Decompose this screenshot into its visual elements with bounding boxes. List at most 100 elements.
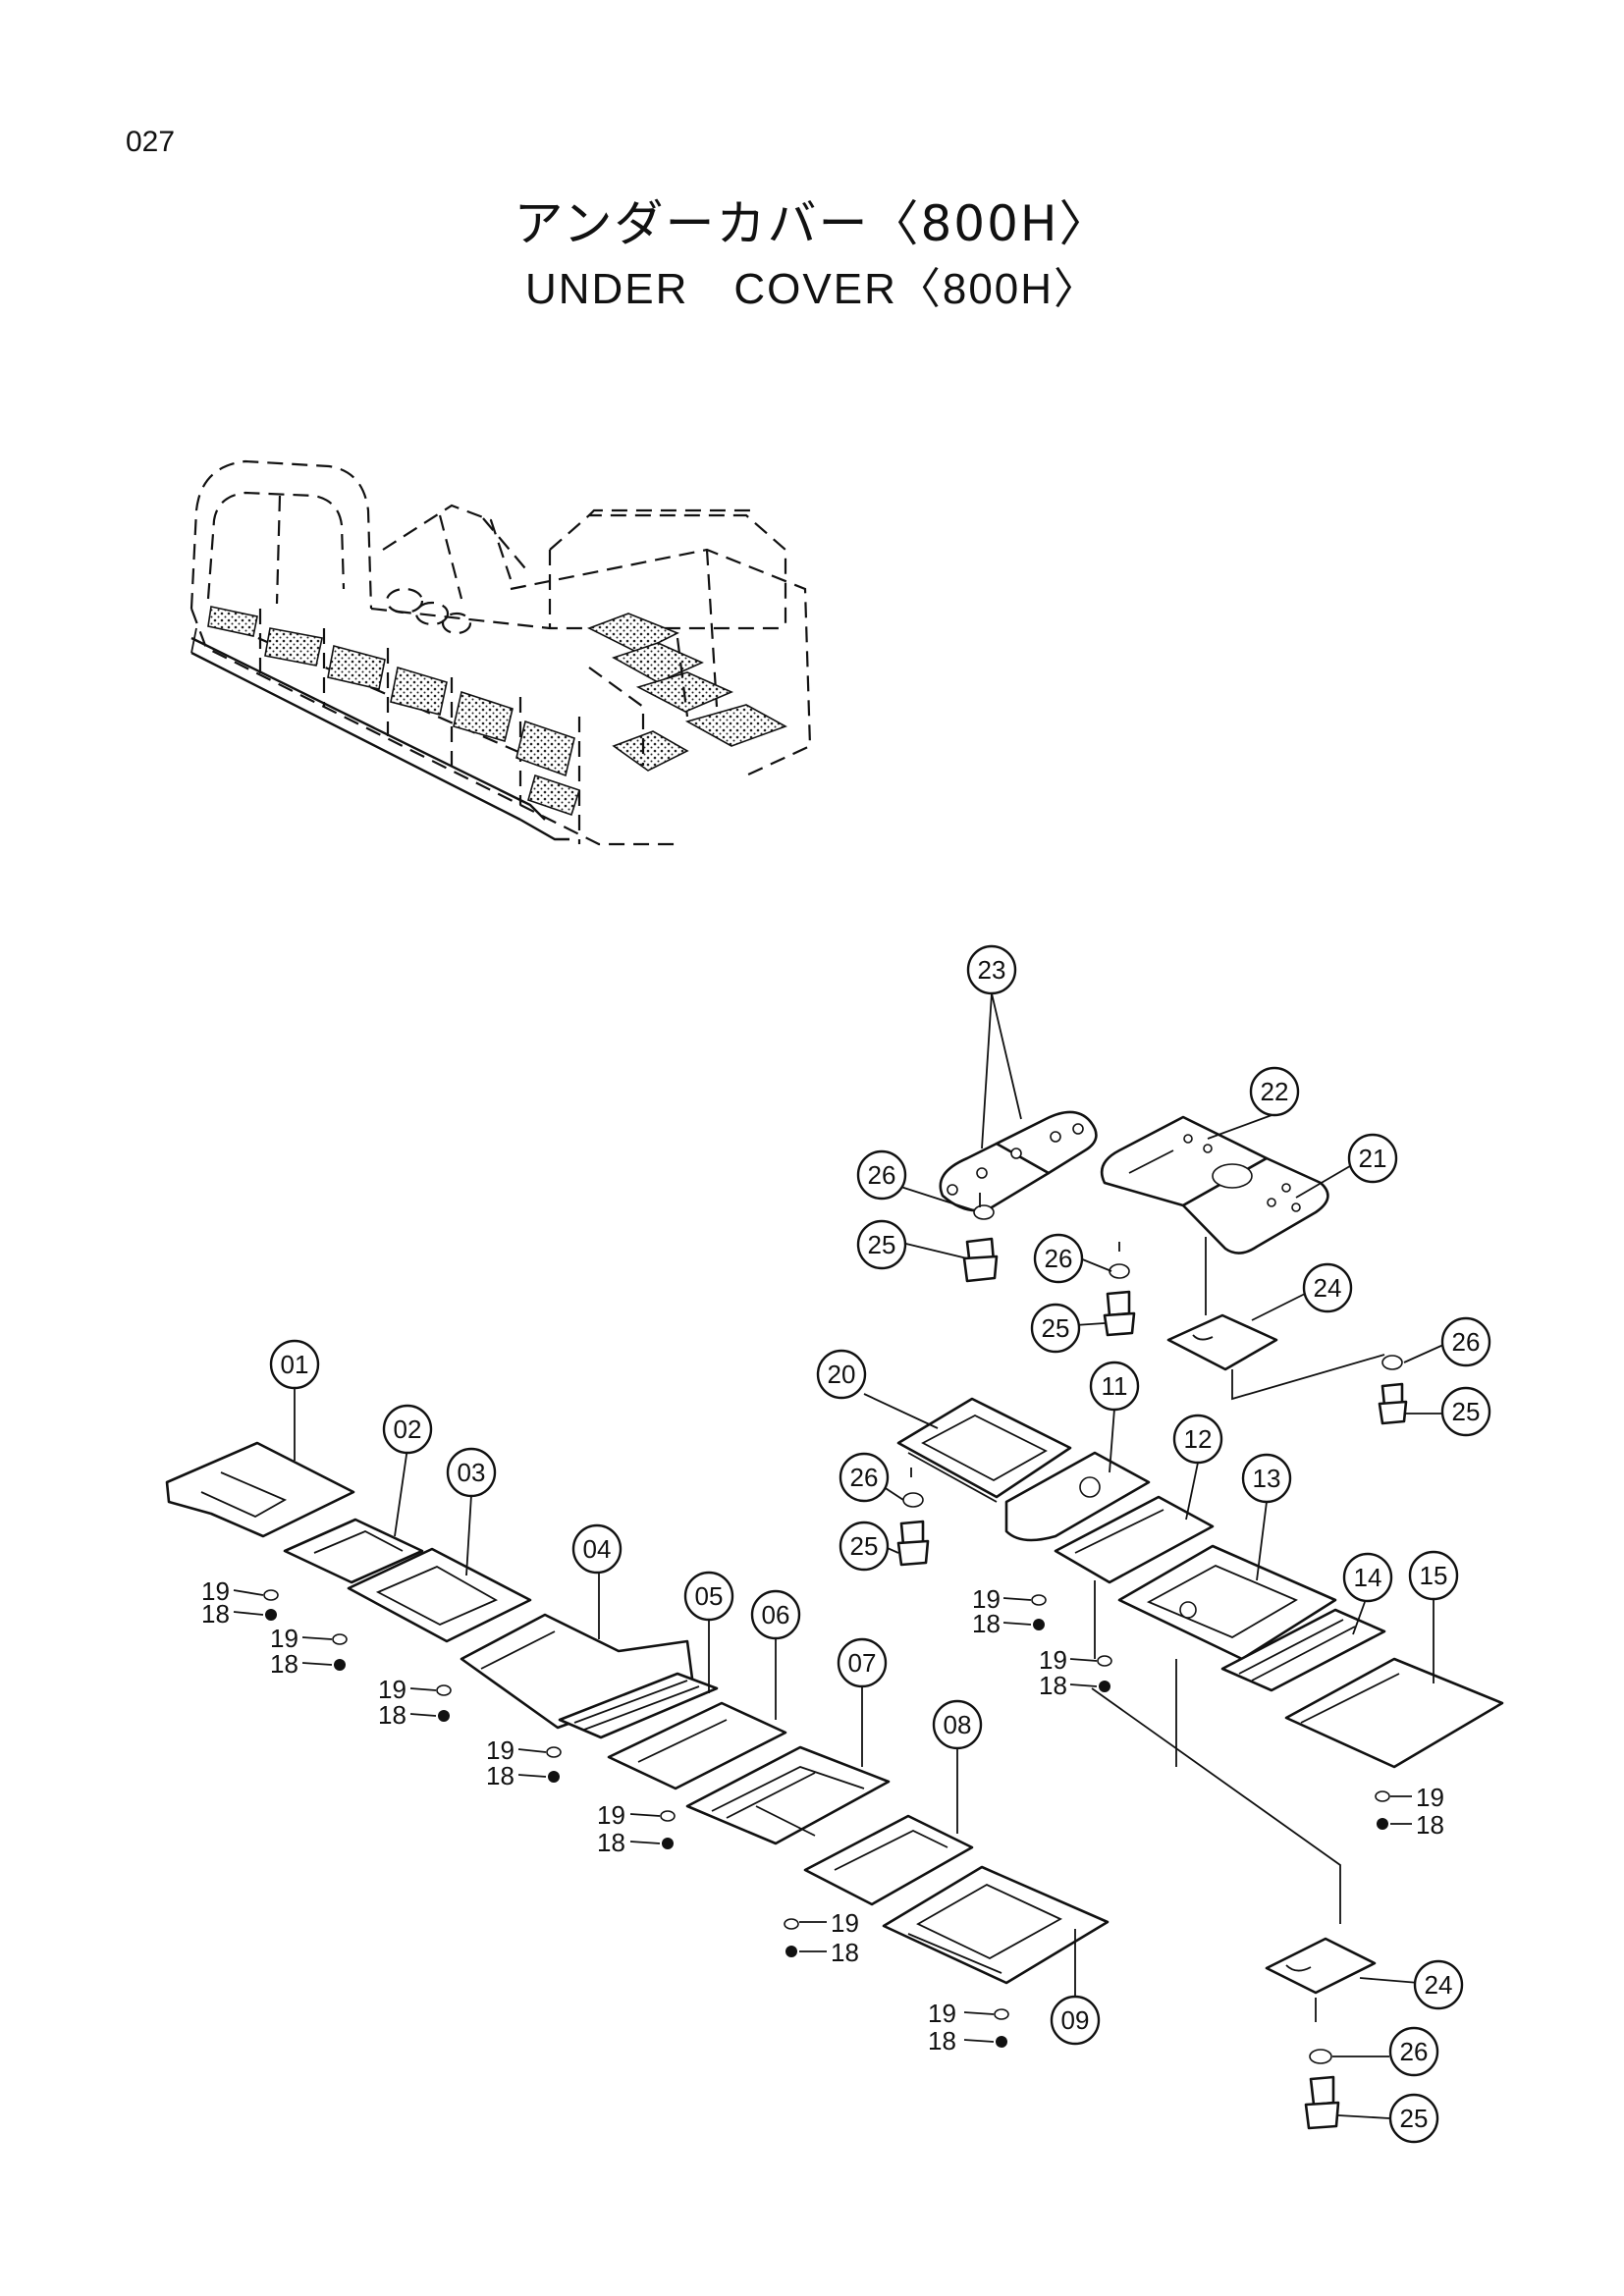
plate-15 <box>1284 1657 1504 1769</box>
label-18-i: 18 <box>1039 1671 1067 1700</box>
callout-08-label: 08 <box>944 1710 972 1739</box>
callout-14: 14 <box>1342 1552 1393 1603</box>
label-19-h: 19 <box>972 1584 1001 1614</box>
callout-25-d-label: 25 <box>850 1531 879 1561</box>
callout-24-lower: 24 <box>1413 1959 1464 2010</box>
callout-20: 20 <box>816 1349 867 1400</box>
left-cover-plates <box>165 1441 1110 1985</box>
callout-12: 12 <box>1172 1414 1223 1465</box>
callout-11-label: 11 <box>1102 1371 1128 1401</box>
callout-02: 02 <box>382 1404 433 1455</box>
callout-25-e-label: 25 <box>1400 2104 1429 2133</box>
label-19-f: 19 <box>831 1908 859 1938</box>
callout-26-a: 26 <box>856 1149 907 1201</box>
callout-01: 01 <box>269 1339 320 1390</box>
callout-03: 03 <box>446 1447 497 1498</box>
callout-01-label: 01 <box>281 1350 309 1379</box>
callout-04-label: 04 <box>583 1534 612 1564</box>
label-18-e: 18 <box>597 1828 625 1857</box>
callout-06: 06 <box>750 1589 801 1640</box>
label-19-c: 19 <box>378 1675 406 1704</box>
label-18-b: 18 <box>270 1649 298 1679</box>
callout-07-label: 07 <box>848 1648 877 1678</box>
callout-21-label: 21 <box>1359 1144 1387 1173</box>
callout-05-label: 05 <box>695 1581 724 1611</box>
plate-24-upper <box>1166 1313 1278 1371</box>
plate-03 <box>347 1547 532 1643</box>
callout-21: 21 <box>1347 1133 1398 1184</box>
plate-13 <box>1117 1544 1337 1661</box>
plate-24-lower <box>1265 1937 1377 1995</box>
fasteners <box>263 1204 1408 2130</box>
label-18-a: 18 <box>201 1599 230 1629</box>
label-19-g: 19 <box>928 1999 956 2028</box>
callout-22: 22 <box>1249 1066 1300 1117</box>
callout-20-label: 20 <box>828 1360 856 1389</box>
plate-07 <box>685 1745 891 1845</box>
callout-14-label: 14 <box>1354 1563 1382 1592</box>
label-18-j: 18 <box>1416 1810 1444 1840</box>
plate-14 <box>1220 1608 1386 1692</box>
machine-overview-illustration <box>189 459 812 846</box>
callout-05: 05 <box>683 1571 734 1622</box>
callout-07: 07 <box>837 1637 888 1688</box>
callout-25-a: 25 <box>856 1219 907 1270</box>
plate-02 <box>283 1518 424 1584</box>
callout-23-label: 23 <box>978 955 1006 985</box>
leader-lines <box>233 992 1444 2119</box>
plate-05 <box>558 1672 719 1739</box>
callout-04: 04 <box>571 1523 623 1575</box>
callout-25-e: 25 <box>1388 2093 1439 2144</box>
callout-26-c-label: 26 <box>1452 1327 1481 1357</box>
callout-25-c: 25 <box>1440 1386 1491 1437</box>
callout-23: 23 <box>966 944 1017 995</box>
callout-25-b-label: 25 <box>1042 1313 1070 1343</box>
plate-12 <box>1054 1495 1215 1584</box>
callout-24-upper-label: 24 <box>1314 1273 1342 1303</box>
callout-25-b: 25 <box>1030 1303 1081 1354</box>
callout-08: 08 <box>932 1699 983 1750</box>
label-19-i: 19 <box>1039 1645 1067 1675</box>
plate-23-right <box>995 1110 1098 1175</box>
page-number: 027 <box>126 126 176 158</box>
plain-labels: 19 18 19 18 19 18 19 18 19 18 19 18 19 1… <box>201 1576 1444 2056</box>
plate-11 <box>1004 1451 1151 1542</box>
title-japanese: アンダーカバー〈800H〉 <box>514 195 1110 252</box>
callout-26-d: 26 <box>839 1452 890 1503</box>
label-18-d: 18 <box>486 1761 514 1790</box>
callout-26-e-label: 26 <box>1400 2037 1429 2066</box>
callout-15: 15 <box>1408 1550 1459 1601</box>
callout-22-label: 22 <box>1261 1077 1289 1106</box>
label-19-d: 19 <box>486 1735 514 1765</box>
callout-13-label: 13 <box>1253 1464 1281 1493</box>
callout-26-a-label: 26 <box>868 1160 896 1190</box>
label-19-b: 19 <box>270 1624 298 1653</box>
part-callouts: 01 02 03 04 05 06 07 08 09 11 12 13 14 1… <box>269 944 1491 2144</box>
callout-24-upper: 24 <box>1302 1262 1353 1313</box>
plate-21 <box>1181 1156 1329 1255</box>
label-19-e: 19 <box>597 1800 625 1830</box>
callout-15-label: 15 <box>1420 1561 1448 1590</box>
callout-26-b: 26 <box>1033 1233 1084 1284</box>
plate-09 <box>882 1865 1110 1985</box>
callout-26-b-label: 26 <box>1045 1244 1073 1273</box>
callout-11: 11 <box>1089 1361 1140 1412</box>
label-18-f: 18 <box>831 1938 859 1967</box>
label-19-a: 19 <box>201 1576 230 1606</box>
callout-25-a-label: 25 <box>868 1230 896 1259</box>
title-english: UNDER COVER〈800H〉 <box>524 265 1100 313</box>
callout-09: 09 <box>1050 1995 1101 2046</box>
callout-13: 13 <box>1241 1453 1292 1504</box>
plate-06 <box>607 1701 787 1790</box>
callout-03-label: 03 <box>458 1458 486 1487</box>
callout-26-c: 26 <box>1440 1316 1491 1367</box>
plate-22 <box>1100 1115 1269 1207</box>
label-19-j: 19 <box>1416 1783 1444 1812</box>
callout-26-e: 26 <box>1388 2026 1439 2077</box>
label-18-c: 18 <box>378 1700 406 1730</box>
label-18-g: 18 <box>928 2026 956 2056</box>
right-cover-plates <box>896 1110 1504 1995</box>
plate-20 <box>896 1397 1072 1499</box>
callout-25-c-label: 25 <box>1452 1397 1481 1426</box>
